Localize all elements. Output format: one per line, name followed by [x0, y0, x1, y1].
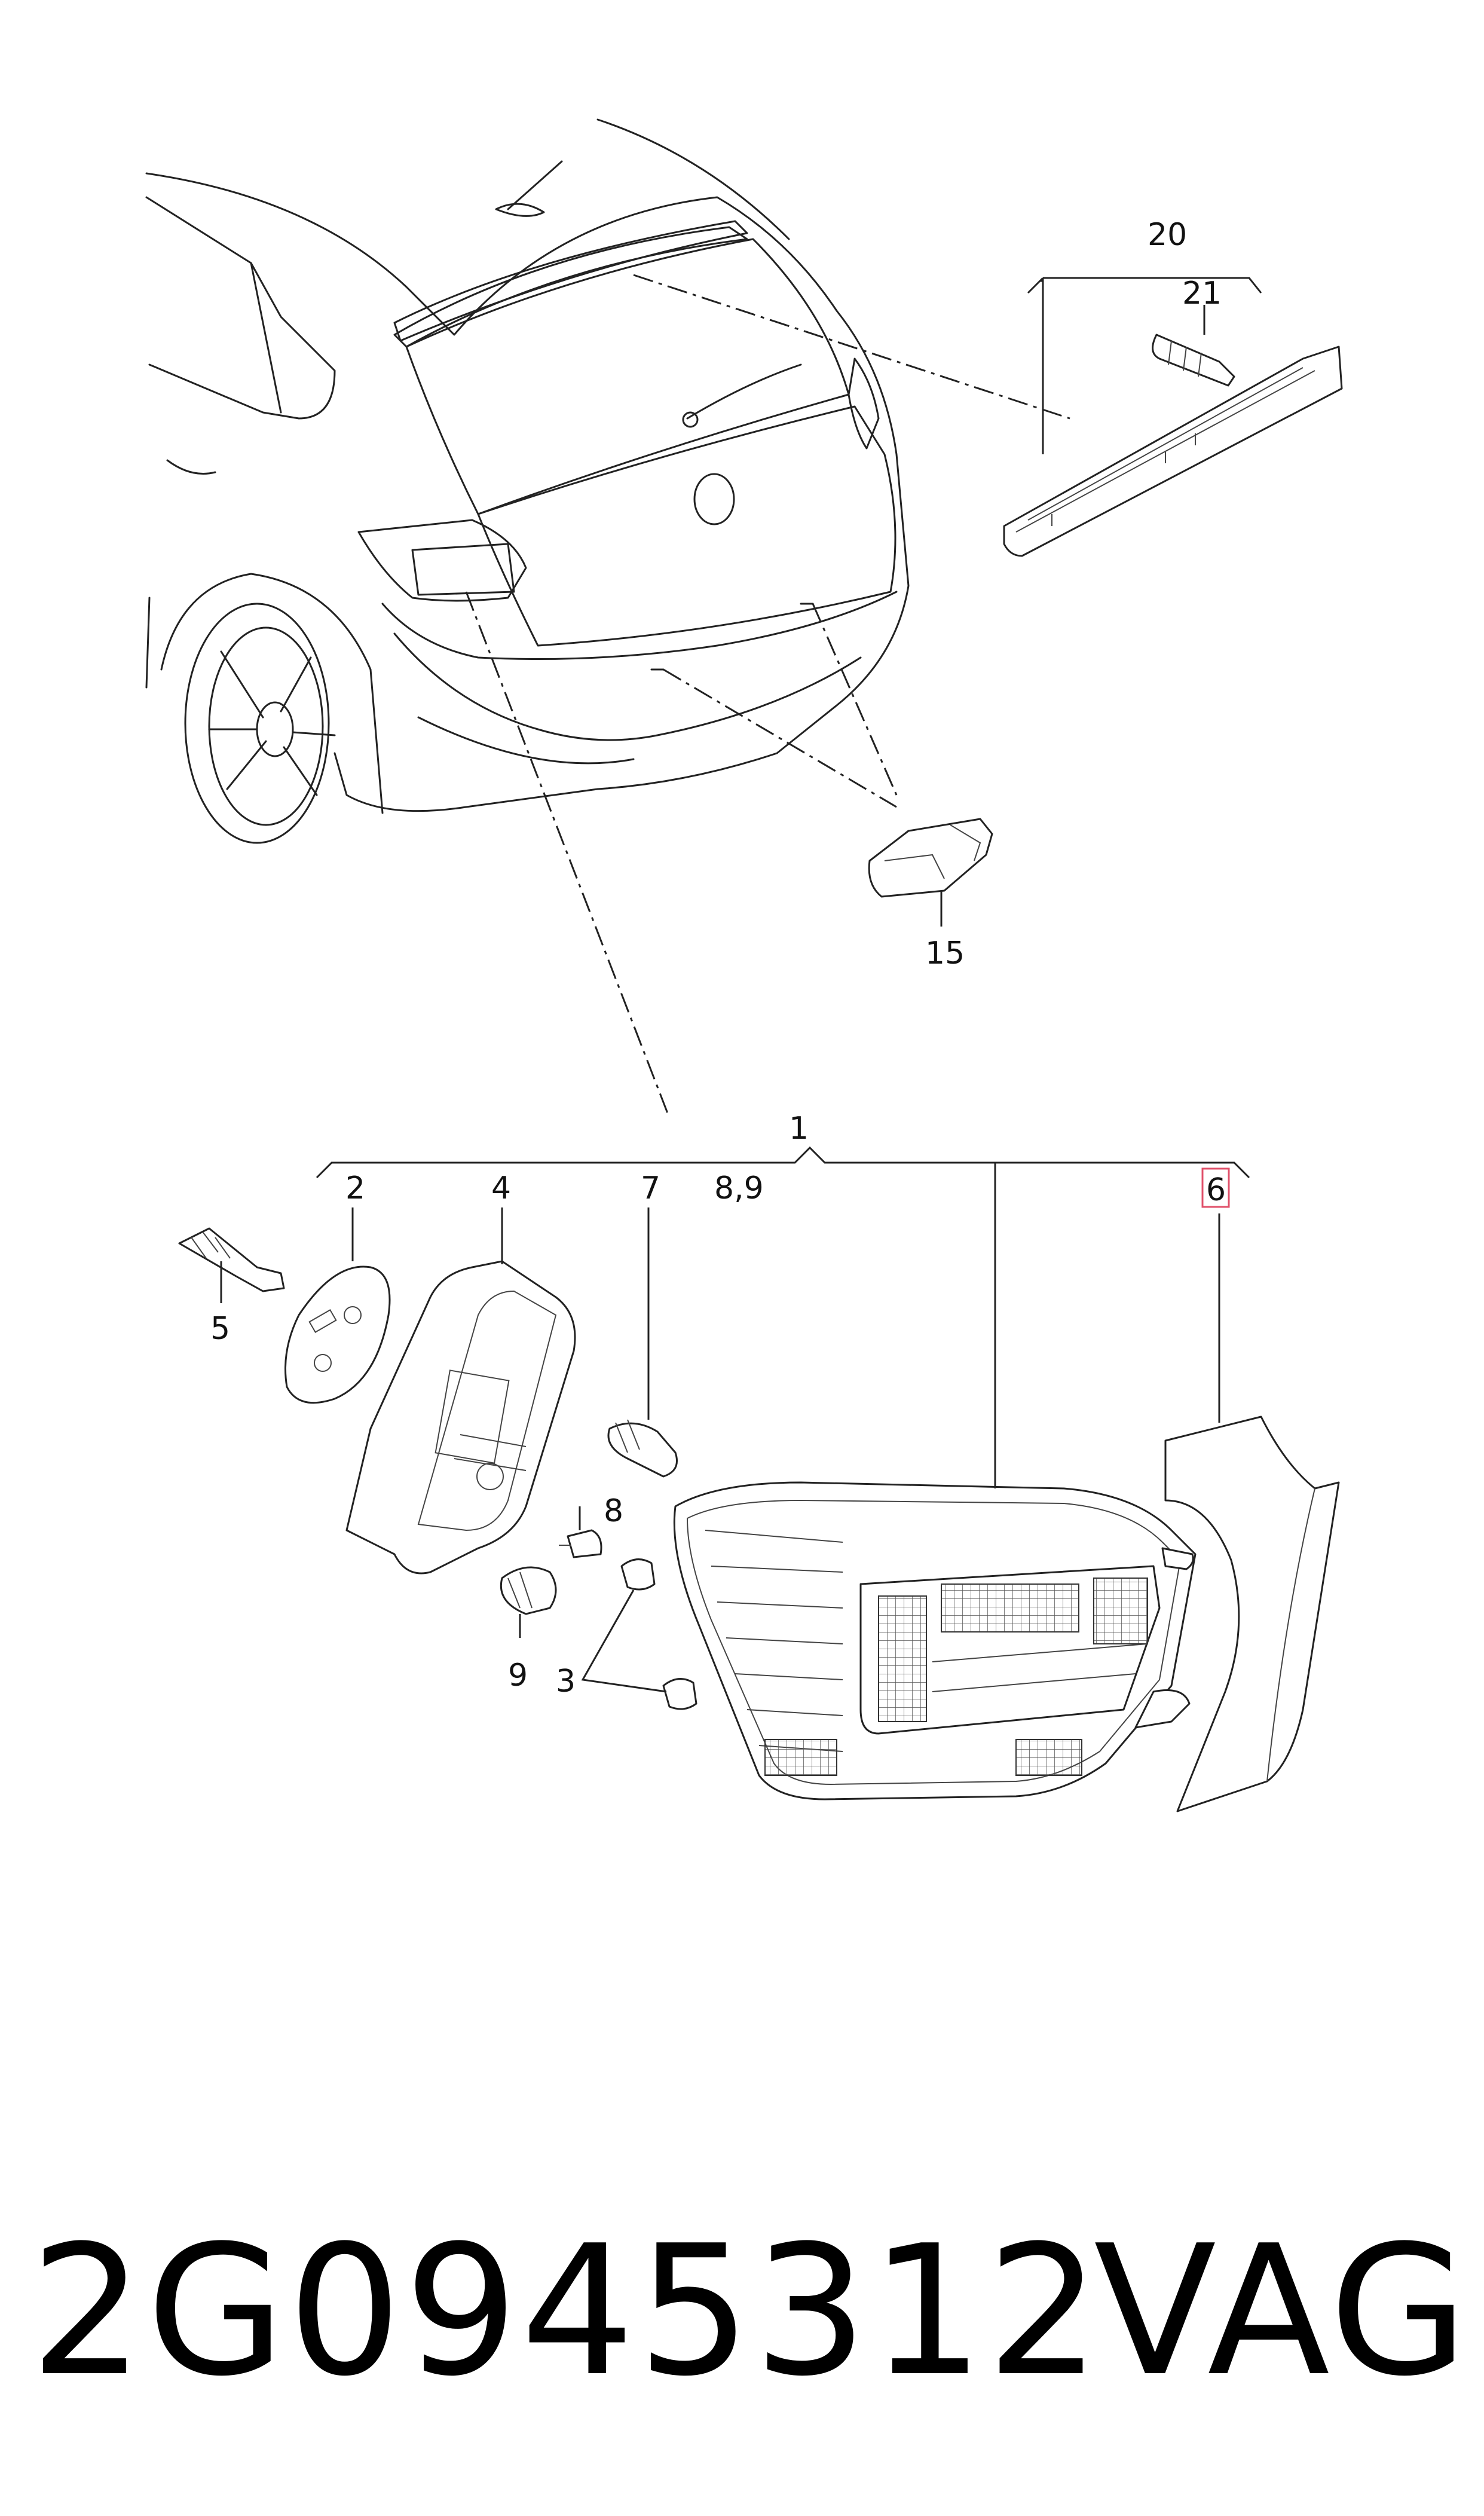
callout-2[interactable]: 2 — [345, 1170, 365, 1206]
callout-21[interactable]: 21 — [1182, 276, 1222, 311]
callout-6[interactable]: 6 — [1206, 1172, 1226, 1208]
bulb-9 — [500, 1566, 557, 1615]
part-number: 2G0945312 — [30, 2207, 1103, 2416]
highlight-box-6 — [1201, 1167, 1230, 1208]
bracket-20 — [1042, 277, 1094, 329]
car-rear-illustration — [145, 118, 910, 844]
leader-3 — [581, 1589, 667, 1693]
bulb-holder-21 — [1152, 334, 1235, 387]
callout-9[interactable]: 9 — [508, 1658, 528, 1693]
leader-line-20 — [633, 274, 1070, 420]
tail-light-1 — [673, 1481, 1197, 1800]
callout-20[interactable]: 20 — [1148, 217, 1187, 253]
callout-1[interactable]: 1 — [789, 1111, 809, 1147]
callout-4[interactable]: 4 — [491, 1170, 511, 1206]
callout-7[interactable]: 7 — [641, 1170, 660, 1206]
bulb-7 — [607, 1419, 678, 1478]
callout-8[interactable]: 8 — [604, 1493, 623, 1529]
bracket-1 — [316, 1146, 1250, 1179]
callout-8-9[interactable]: 8,9 — [714, 1170, 764, 1206]
brake-light-20 — [1003, 346, 1343, 557]
bulb-socket-5 — [178, 1227, 285, 1292]
gasket-2 — [284, 1265, 391, 1404]
callout-5[interactable]: 5 — [210, 1311, 230, 1347]
license-light-15 — [868, 818, 993, 898]
leader-line-15a — [663, 668, 897, 808]
bulb-8 — [559, 1529, 602, 1558]
callout-3[interactable]: 3 — [556, 1664, 576, 1699]
clips-3 — [620, 1558, 697, 1710]
trim-panel-6 — [1164, 1416, 1340, 1812]
bulb-carrier-4 — [345, 1260, 576, 1575]
leader-line-15b — [812, 603, 898, 796]
callout-15[interactable]: 15 — [925, 936, 965, 971]
leader-line-1 — [465, 591, 671, 1118]
brand-label: VAG — [1094, 2207, 1470, 2416]
